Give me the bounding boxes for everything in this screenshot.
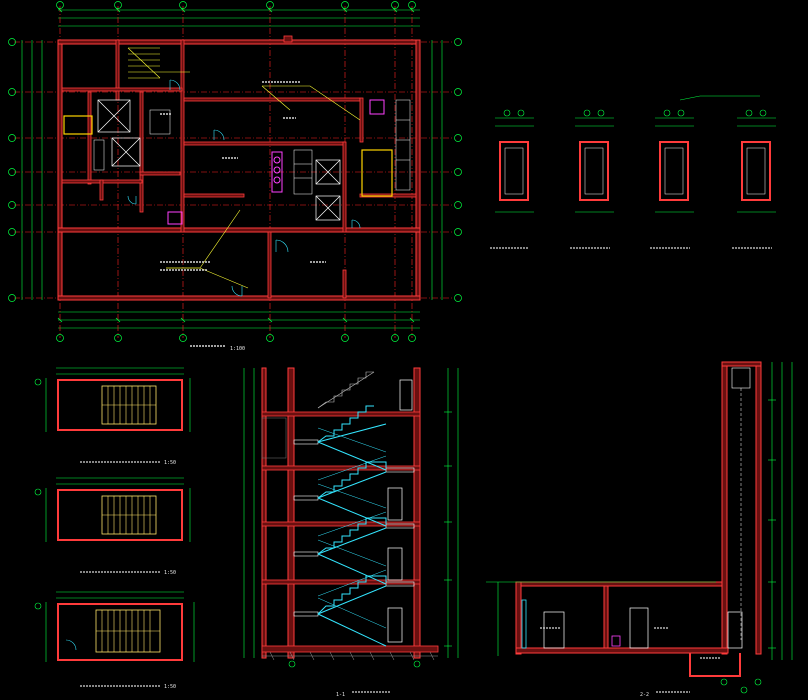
plan-interior-walls bbox=[61, 35, 417, 299]
elev-pit bbox=[689, 653, 741, 677]
elevator-section-2-2: 2-2 bbox=[486, 361, 793, 698]
stair-section-title: 1-1 bbox=[336, 692, 345, 698]
section-floor-slabs bbox=[261, 411, 439, 653]
stair-plan-1: 1:50 bbox=[34, 367, 191, 466]
plan-interior-lines bbox=[93, 99, 411, 195]
stair-section-1-1: 1-1 bbox=[243, 367, 459, 698]
shaft-plan-4 bbox=[732, 109, 776, 249]
shaft-plan-1 bbox=[490, 109, 534, 249]
section-top-stair bbox=[317, 371, 375, 409]
plan-axis-bubbles bbox=[8, 1, 462, 342]
stair-plan-2-title: 1:50 bbox=[164, 570, 176, 576]
plan-left-dimensions bbox=[21, 40, 43, 300]
plan-stair bbox=[127, 47, 161, 79]
plan-right-dimensions bbox=[431, 40, 443, 300]
shaft-plan-2 bbox=[570, 109, 614, 249]
plan-dimension-ticks bbox=[57, 7, 415, 323]
elevator-section-title: 2-2 bbox=[640, 692, 649, 698]
plan-doors bbox=[127, 79, 361, 297]
plan-title: 1:100 bbox=[230, 346, 245, 352]
elev-doors bbox=[543, 607, 743, 649]
plan-annotation-leaders bbox=[160, 71, 361, 289]
stair-plans: 1:50 1:50 bbox=[34, 367, 195, 690]
shaft-plan-3 bbox=[650, 95, 760, 249]
stair-plan-2: 1:50 bbox=[34, 477, 191, 576]
section-ground-hatch bbox=[261, 417, 438, 661]
elev-dimensions bbox=[486, 362, 793, 660]
plan-elevator-shafts bbox=[97, 99, 341, 221]
elev-building-walls bbox=[515, 581, 729, 655]
elevator-shaft-plans bbox=[490, 95, 776, 249]
section-railings bbox=[317, 427, 387, 629]
stair-plan-3: 1:50 bbox=[34, 591, 195, 690]
section-doors bbox=[387, 379, 413, 643]
elev-shaft-walls bbox=[721, 361, 762, 655]
stair-plan-3-title: 1:50 bbox=[164, 684, 176, 690]
main-floor-plan: 1:100 bbox=[8, 1, 462, 352]
plan-exterior-walls bbox=[57, 39, 421, 301]
plan-note-marks bbox=[160, 81, 326, 271]
plan-fixtures bbox=[167, 99, 385, 225]
plan-highlight-rooms bbox=[63, 115, 393, 197]
section-walls bbox=[261, 367, 421, 659]
elev-window bbox=[521, 599, 527, 649]
elev-fixture bbox=[611, 635, 621, 647]
section-dimensions bbox=[243, 368, 459, 658]
stair-plan-1-title: 1:50 bbox=[164, 460, 176, 466]
